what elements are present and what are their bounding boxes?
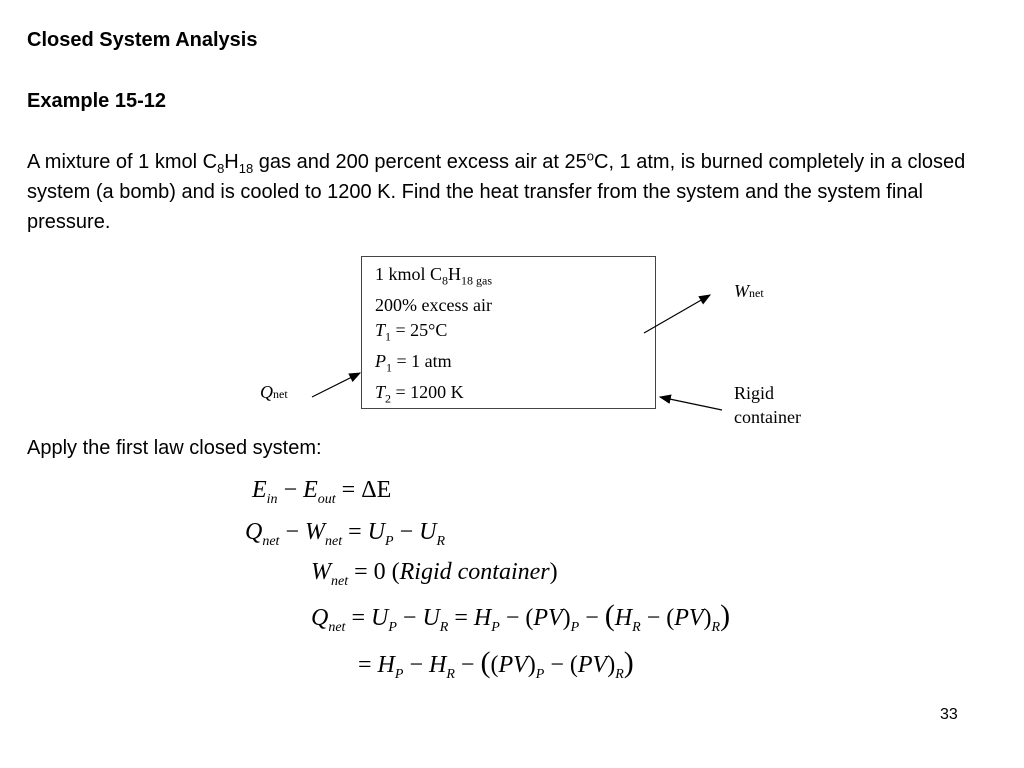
equation-enthalpy-form: = HP − HR − ((PV)P − (PV)R) [358, 646, 634, 682]
system-box [361, 256, 656, 409]
equation-heat-transfer: Qnet = UP − UR = HP − (PV)P − (HR − (PV)… [311, 599, 731, 635]
w-arrow [643, 294, 712, 334]
rigid-arrow [658, 394, 723, 411]
t2-line: T2 = 1200 K [375, 381, 464, 406]
w-net-label: Wnet [734, 281, 764, 301]
apply-first-law-text: Apply the first law closed system: [27, 437, 322, 459]
problem-statement: A mixture of 1 kmol C8H18 gas and 200 pe… [27, 148, 966, 233]
equation-first-law: Qnet − Wnet = UP − UR [245, 519, 446, 549]
equation-energy-balance: Ein − Eout = ΔE [252, 477, 392, 507]
t1-line: T1 = 25°C [375, 319, 448, 344]
equation-work-zero: Wnet = 0 (Rigid container) [311, 559, 558, 589]
example-heading: Example 15-12 [27, 90, 166, 112]
excess-air-line: 200% excess air [375, 295, 492, 316]
page-number: 33 [940, 706, 958, 723]
q-arrow [311, 372, 362, 398]
slide-title: Closed System Analysis [27, 29, 258, 51]
system-conditions: 1 kmol C8H18 gas 200% excess air T1 = 25… [375, 262, 492, 411]
fuel-line: 1 kmol C8H18 gas [375, 264, 493, 288]
q-net-label: Qnet [260, 382, 288, 402]
p1-line: P1 = 1 atm [375, 350, 452, 375]
